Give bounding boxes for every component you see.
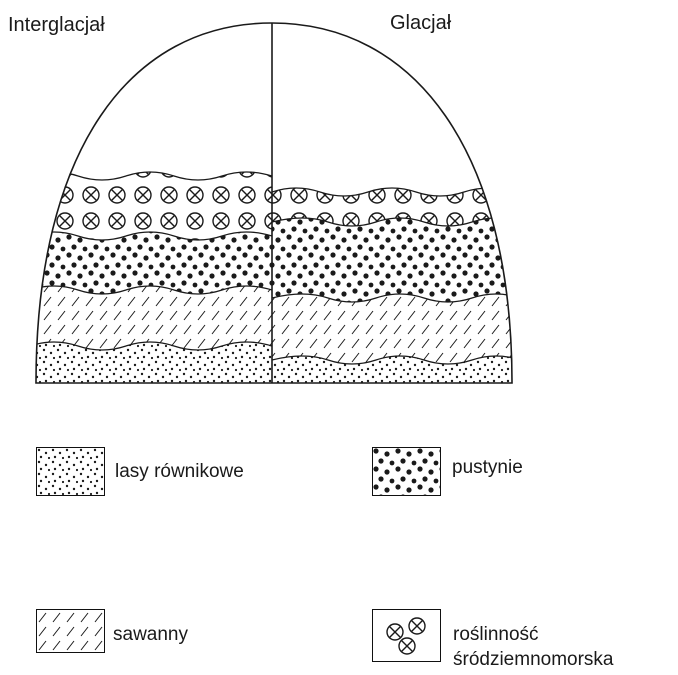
legend-label-desert: pustynie [452,455,523,480]
legend-label-savanna: sawanny [113,622,188,647]
legend-swatch-forest [36,447,105,496]
glacial-title: Glacjał [390,12,451,34]
left-savanna-zone [30,286,272,350]
right-forest-zone [272,356,520,390]
legend-swatch-desert [372,447,441,496]
legend-label-mediterranean: roślinność śródziemnomorska [453,622,678,672]
right-desert-zone [272,218,520,302]
legend-swatch-savanna [36,609,105,653]
legend-swatch-mediterranean [372,609,441,662]
interglacial-title: Interglacjał [8,14,105,36]
right-savanna-zone [272,294,520,364]
left-desert-zone [30,232,272,294]
legend-label-forest: lasy równikowe [115,459,244,484]
